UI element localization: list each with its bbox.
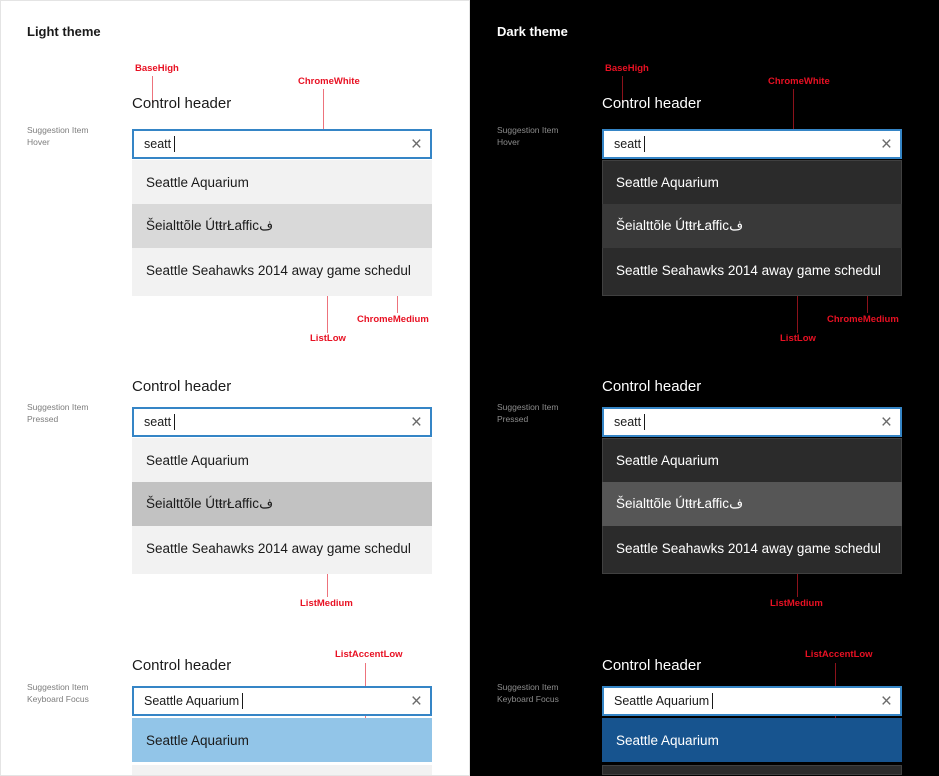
suggestion-item-focused[interactable]: Seattle Aquarium: [602, 718, 902, 762]
suggestion-list: Seattle Aquarium Šeialttõle ÚtŧrŁafficف …: [602, 438, 902, 574]
state-caption-line2: Keyboard Focus: [27, 694, 89, 704]
clear-icon[interactable]: ×: [880, 690, 892, 712]
input-value: Seattle Aquarium: [144, 694, 240, 708]
state-caption-line2: Keyboard Focus: [497, 694, 559, 704]
suggestion-item-pressed[interactable]: Šeialttõle ÚtŧrŁafficف: [602, 482, 902, 526]
dark-theme-panel: Dark theme BaseHigh ChromeWhite ChromeMe…: [470, 0, 939, 776]
state-caption-line1: Suggestion Item: [27, 682, 89, 692]
suggestion-item[interactable]: Seattle Seahawks 2014 away game schedul: [146, 262, 411, 278]
theme-title: Dark theme: [497, 24, 568, 39]
annotation-line-chromewhite: [323, 89, 324, 145]
state-caption-line2: Pressed: [497, 414, 529, 424]
suggestion-list: Seattle Aquarium: [602, 718, 902, 775]
control-header-label: Control header: [602, 657, 702, 674]
text-cursor: [644, 136, 646, 152]
suggestion-item-hovered[interactable]: Šeialttõle ÚtŧrŁafficف: [132, 204, 432, 248]
text-cursor: [644, 414, 646, 430]
state-caption-line2: Hover: [497, 137, 520, 147]
state-caption-line1: Suggestion Item: [497, 125, 559, 135]
input-value: seatt: [144, 415, 172, 429]
annotation-label-listaccentlow: ListAccentLow: [805, 649, 873, 660]
input-value: seatt: [614, 137, 642, 151]
suggestion-item[interactable]: Seattle Aquarium: [146, 174, 249, 190]
annotation-label-listlow: ListLow: [780, 333, 816, 344]
autosuggest-input[interactable]: seatt ×: [602, 129, 902, 159]
annotation-line-chromewhite: [793, 89, 794, 145]
annotation-label-chromewhite: ChromeWhite: [298, 76, 360, 87]
suggestion-item[interactable]: Seattle Seahawks 2014 away game schedul: [616, 262, 881, 278]
autosuggest-input[interactable]: seatt ×: [132, 407, 432, 437]
input-value: seatt: [614, 415, 642, 429]
suggestion-list: Seattle Aquarium Šeialttõle ÚtŧrŁafficف …: [602, 160, 902, 296]
suggestion-item-partial[interactable]: [132, 765, 432, 775]
clear-icon[interactable]: ×: [410, 690, 422, 712]
state-caption-line2: Pressed: [27, 414, 59, 424]
state-caption-hover: Suggestion Item Hover: [497, 124, 595, 148]
state-caption-line1: Suggestion Item: [497, 402, 559, 412]
suggestion-item-partial[interactable]: [602, 765, 902, 775]
control-header-label: Control header: [132, 657, 232, 674]
theme-title: Light theme: [27, 24, 101, 39]
control-header-label: Control header: [132, 378, 232, 395]
autosuggest-input[interactable]: Seattle Aquarium ×: [132, 686, 432, 716]
suggestion-item[interactable]: Seattle Aquarium: [616, 452, 719, 468]
suggestion-list: Seattle Aquarium: [132, 718, 432, 775]
suggestion-list: Seattle Aquarium Šeialttõle ÚtŧrŁafficف …: [132, 160, 432, 296]
suggestion-item[interactable]: Seattle Seahawks 2014 away game schedul: [146, 540, 411, 556]
state-caption-pressed: Suggestion Item Pressed: [497, 401, 595, 425]
autosuggest-input[interactable]: Seattle Aquarium ×: [602, 686, 902, 716]
clear-icon[interactable]: ×: [410, 411, 422, 433]
annotation-label-chromemedium: ChromeMedium: [827, 314, 899, 325]
autosuggest-input[interactable]: seatt ×: [132, 129, 432, 159]
suggestion-item-focused[interactable]: Seattle Aquarium: [132, 718, 432, 762]
annotation-label-listlow: ListLow: [310, 333, 346, 344]
text-cursor: [712, 693, 714, 709]
state-caption-line1: Suggestion Item: [497, 682, 559, 692]
state-caption-pressed: Suggestion Item Pressed: [27, 401, 125, 425]
text-cursor: [174, 136, 176, 152]
annotation-label-listmedium: ListMedium: [300, 598, 353, 609]
autosuggest-input[interactable]: seatt ×: [602, 407, 902, 437]
state-caption-keyboard-focus: Suggestion Item Keyboard Focus: [27, 681, 125, 705]
annotation-label-basehigh: BaseHigh: [135, 63, 179, 74]
input-value: Seattle Aquarium: [614, 694, 710, 708]
state-caption-hover: Suggestion Item Hover: [27, 124, 125, 148]
clear-icon[interactable]: ×: [880, 411, 892, 433]
state-caption-line1: Suggestion Item: [27, 402, 89, 412]
annotation-label-listmedium: ListMedium: [770, 598, 823, 609]
state-caption-line1: Suggestion Item: [27, 125, 89, 135]
annotation-line-basehigh: [152, 76, 153, 103]
state-caption-keyboard-focus: Suggestion Item Keyboard Focus: [497, 681, 595, 705]
clear-icon[interactable]: ×: [880, 133, 892, 155]
light-theme-panel: Light theme BaseHigh ChromeWhite ChromeM…: [27, 24, 432, 775]
suggestion-list: Seattle Aquarium Šeialttõle ÚtŧrŁafficف …: [132, 438, 432, 574]
annotation-label-chromewhite: ChromeWhite: [768, 76, 830, 87]
suggestion-item[interactable]: Seattle Aquarium: [616, 174, 719, 190]
annotation-label-listaccentlow: ListAccentLow: [335, 649, 403, 660]
input-value: seatt: [144, 137, 172, 151]
state-caption-line2: Hover: [27, 137, 50, 147]
text-cursor: [242, 693, 244, 709]
annotation-label-chromemedium: ChromeMedium: [357, 314, 429, 325]
annotation-line-basehigh: [622, 76, 623, 103]
text-cursor: [174, 414, 176, 430]
clear-icon[interactable]: ×: [410, 133, 422, 155]
control-header-label: Control header: [132, 95, 232, 112]
annotation-label-basehigh: BaseHigh: [605, 63, 649, 74]
control-header-label: Control header: [602, 378, 702, 395]
suggestion-item[interactable]: Seattle Aquarium: [146, 452, 249, 468]
suggestion-item[interactable]: Seattle Seahawks 2014 away game schedul: [616, 540, 881, 556]
control-header-label: Control header: [602, 95, 702, 112]
suggestion-item-pressed[interactable]: Šeialttõle ÚtŧrŁafficف: [132, 482, 432, 526]
suggestion-item-hovered[interactable]: Šeialttõle ÚtŧrŁafficف: [602, 204, 902, 248]
